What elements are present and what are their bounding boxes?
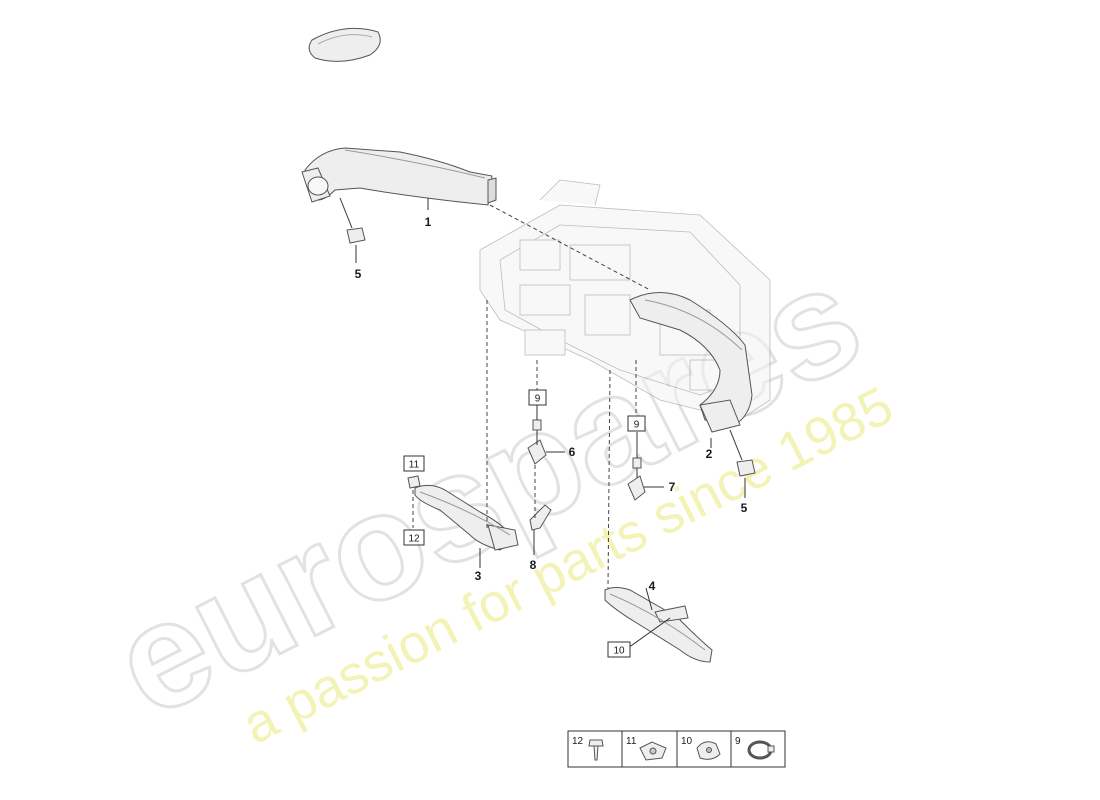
svg-text:11: 11 xyxy=(626,736,637,747)
fastener-5-left xyxy=(339,197,366,244)
air-duct-3 xyxy=(414,484,519,551)
air-duct-2 xyxy=(629,292,753,433)
svg-text:12: 12 xyxy=(408,534,420,545)
boxed-callout-9-right: 9 xyxy=(627,415,646,432)
svg-text:9: 9 xyxy=(535,394,541,405)
legend-cell-9: 9 xyxy=(735,736,775,760)
expanding-clip-icon xyxy=(696,741,721,760)
svg-text:9: 9 xyxy=(735,736,741,747)
callout-5-left: 5 xyxy=(355,267,362,281)
boxed-callout-10: 10 xyxy=(607,641,631,658)
hose-clamp-icon xyxy=(747,740,775,760)
svg-text:12: 12 xyxy=(572,736,584,747)
legend-cell-12: 12 xyxy=(572,736,604,761)
svg-text:10: 10 xyxy=(613,646,625,657)
actuator-6 xyxy=(527,419,547,465)
air-duct-4 xyxy=(604,587,713,663)
callout-6: 6 xyxy=(569,445,576,459)
callout-1: 1 xyxy=(425,215,432,229)
boxed-callouts: 9 9 10 11 12 xyxy=(403,389,646,658)
boxed-callout-11: 11 xyxy=(403,455,425,472)
legend-table: 12 11 10 9 xyxy=(567,730,786,768)
callout-7: 7 xyxy=(669,480,676,494)
heater-box-unit xyxy=(479,179,771,421)
legend-cell-11: 11 xyxy=(626,736,667,761)
boxed-callout-12: 12 xyxy=(403,529,425,546)
fastener-5-right xyxy=(729,429,756,477)
assembly-lines xyxy=(412,204,651,589)
svg-text:9: 9 xyxy=(634,420,640,431)
svg-text:10: 10 xyxy=(681,736,693,747)
legend-cell-10: 10 xyxy=(681,736,721,760)
screw-icon xyxy=(588,739,604,761)
svg-text:11: 11 xyxy=(409,460,420,471)
air-duct-1 xyxy=(301,147,497,206)
callout-8: 8 xyxy=(530,558,537,572)
clip-nut-icon xyxy=(639,741,667,761)
fitting-11 xyxy=(407,475,421,489)
callout-labels: 1 2 3 4 5 5 6 7 8 xyxy=(355,215,748,593)
callout-2: 2 xyxy=(706,447,713,461)
blanking-plug xyxy=(308,27,381,62)
boxed-callout-9-left: 9 xyxy=(528,389,547,406)
leader-lines xyxy=(355,198,746,649)
callout-3: 3 xyxy=(475,569,482,583)
callout-5-right: 5 xyxy=(741,501,748,515)
callout-4: 4 xyxy=(649,579,656,593)
lever-8 xyxy=(529,504,552,531)
